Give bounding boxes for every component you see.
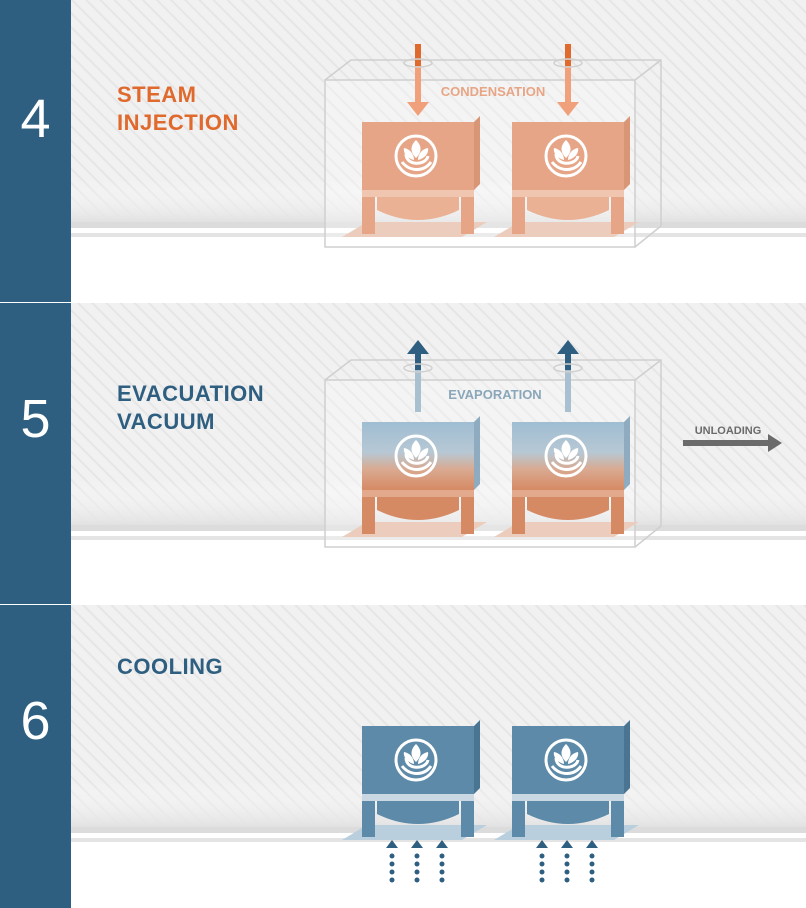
step-4-title-line1: STEAM [117,82,197,107]
step-number-6: 6 [20,691,51,751]
step-5-number-bar [0,303,71,604]
step-6-title-line1: COOLING [117,654,224,679]
unloading-arrow [683,434,782,452]
step-number-4: 4 [20,89,51,149]
step-4-number-bar [0,0,71,302]
step-5-title-line2: VACUUM [117,409,215,434]
bin-5a [342,416,487,537]
bin-6b [494,720,639,840]
vapor-arrow-5a [403,340,433,412]
step-5-title-line1: EVACUATION [117,381,265,406]
step-6-number-bar [0,605,71,908]
bin-5b [494,416,639,537]
cooling-air-arrows [386,840,598,883]
step-6-title: COOLING [117,653,223,681]
step-4-title-line2: INJECTION [117,110,239,135]
steam-arrow-4b [553,44,583,116]
step-number-5: 5 [20,389,51,449]
step-5-title: EVACUATION VACUUM [117,380,264,436]
bin-6a [342,720,487,840]
unloading-label: UNLOADING [695,425,762,437]
step-4-title: STEAM INJECTION [117,81,239,137]
vapor-arrow-5b [553,340,583,412]
condensation-label: CONDENSATION [441,84,545,99]
bin-4b [494,116,639,237]
evaporation-label: EVAPORATION [448,387,541,402]
bin-4a [342,116,487,237]
steam-arrow-4a [403,44,433,116]
